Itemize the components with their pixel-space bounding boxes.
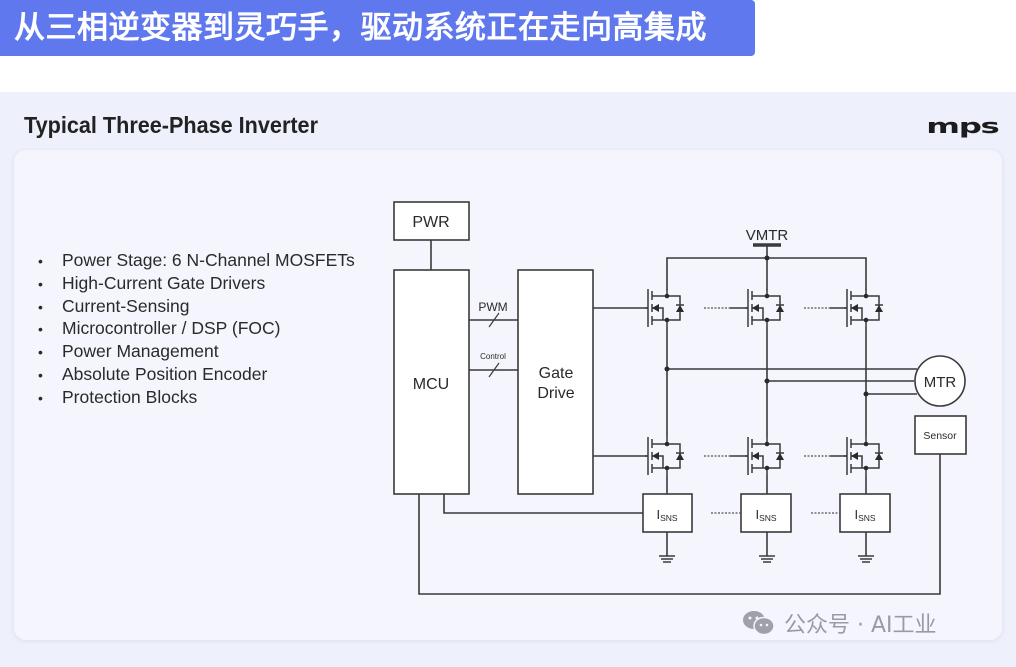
junction-dots — [664, 255, 869, 397]
bullet-icon: • — [38, 298, 43, 315]
bullet-icon: • — [38, 389, 43, 406]
gate-drive-label-1: Gate — [539, 365, 574, 382]
current-sense-label: ISNS — [656, 507, 677, 523]
mosfet-symbol — [844, 289, 883, 327]
junction-dot — [764, 255, 770, 261]
mosfet-arrow-icon — [851, 304, 858, 312]
list-item: •Absolute Position Encoder — [38, 363, 355, 386]
current-sense-label: ISNS — [854, 507, 875, 523]
bullet-icon: • — [38, 366, 43, 383]
content-panel — [14, 150, 1002, 640]
sensor-block — [914, 415, 967, 455]
mosfet-symbol — [745, 437, 784, 475]
mcu-label: MCU — [413, 376, 449, 393]
slide: Typical Three-Phase Inverter mps — [0, 92, 1016, 667]
current-sense-block-a — [642, 493, 693, 533]
mosfet-symbol — [844, 437, 883, 475]
wechat-icon — [742, 609, 776, 637]
mosfet-symbol — [645, 289, 684, 327]
motor-symbol — [914, 355, 966, 407]
ground-icon — [659, 555, 675, 563]
gate-drive-label-2: Drive — [537, 385, 574, 402]
ground-icon — [759, 555, 775, 563]
bullet-icon: • — [38, 321, 43, 338]
gate-drive-block — [517, 269, 594, 495]
pwm-label: PWM — [478, 300, 507, 314]
diode-icon — [676, 305, 684, 312]
current-sense-labels: ISNS ISNS ISNS — [656, 507, 875, 523]
current-sense-block-c — [839, 493, 891, 533]
mcu-block — [393, 269, 470, 495]
ground-group — [659, 555, 874, 563]
mosfet-arrow-icon — [652, 452, 659, 460]
diode-icon — [875, 453, 883, 460]
mcu-sensor-wire — [418, 454, 941, 595]
slide-heading: Typical Three-Phase Inverter — [24, 112, 318, 138]
sensor-label: Sensor — [923, 430, 957, 442]
ground-icon — [858, 555, 874, 563]
mosfet-arrow-icon — [851, 452, 858, 460]
list-item: •High-Current Gate Drivers — [38, 272, 355, 295]
pwr-label: PWR — [412, 214, 449, 231]
bullet-icon: • — [38, 344, 43, 361]
diode-icon — [875, 305, 883, 312]
junction-dot — [863, 391, 869, 397]
mcu-sense-wire — [443, 494, 643, 514]
list-item: •Microcontroller / DSP (FOC) — [38, 317, 355, 340]
bullet-icon: • — [38, 275, 43, 292]
pwm-bus-slash — [488, 312, 500, 328]
bullet-icon: • — [38, 253, 43, 269]
list-item: •Current-Sensing — [38, 295, 355, 318]
control-bus-slash — [488, 362, 500, 378]
mps-logo: mps — [925, 114, 1000, 138]
vmtr-label: VMTR — [746, 227, 789, 244]
mosfet-arrow-icon — [752, 304, 759, 312]
diode-icon — [776, 305, 784, 312]
diode-icon — [776, 453, 784, 460]
junction-dot — [664, 366, 670, 372]
mosfet-group — [645, 289, 883, 475]
list-item: •Power Stage: 6 N-Channel MOSFETs — [38, 249, 355, 272]
motor-label: MTR — [924, 374, 957, 391]
current-sense-block-b — [740, 493, 792, 533]
title-text: 从三相逆变器到灵巧手，驱动系统正在走向高集成 — [14, 10, 707, 46]
mosfet-symbol — [645, 437, 684, 475]
watermark: 公众号 · AI工业 — [742, 607, 937, 639]
control-label: Control — [480, 352, 506, 361]
title-banner: 从三相逆变器到灵巧手，驱动系统正在走向高集成 — [0, 0, 755, 56]
list-item: •Power Management — [38, 340, 355, 363]
mosfet-symbol — [745, 289, 784, 327]
diode-icon — [676, 453, 684, 460]
watermark-text: 公众号 · AI工业 — [784, 613, 937, 638]
feature-list: •Power Stage: 6 N-Channel MOSFETs •High-… — [38, 249, 355, 409]
list-item: •Protection Blocks — [38, 386, 355, 409]
mosfet-arrow-icon — [752, 452, 759, 460]
current-sense-label: ISNS — [755, 507, 776, 523]
junction-dot — [764, 378, 770, 384]
mosfet-arrow-icon — [652, 304, 659, 312]
